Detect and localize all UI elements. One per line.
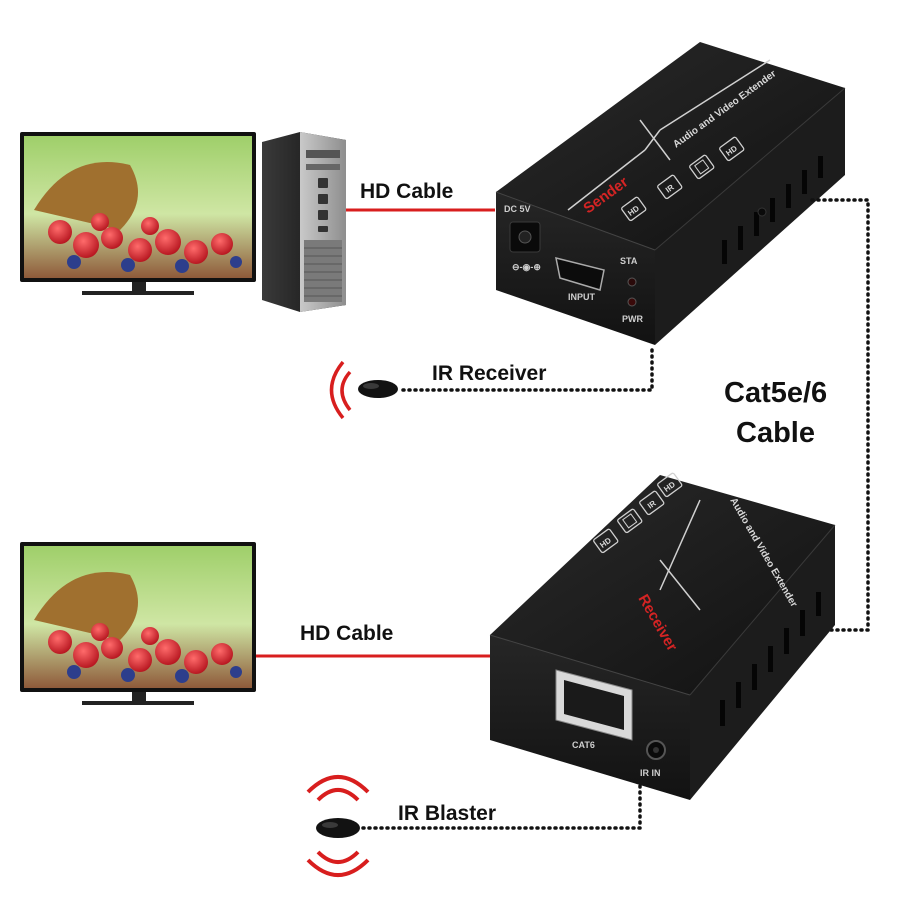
ir-blaster-wave-bottom-inner (316, 850, 360, 864)
receiver-ir-in-label: IR IN (640, 768, 661, 778)
ir-receiver-wave-inner (340, 370, 352, 412)
receiver-unit: Audio and Video Extender Receiver HD IR … (489, 472, 836, 800)
pc-tower (262, 132, 346, 312)
tv-bottom (20, 542, 256, 705)
hd-cable-top-label: HD Cable (360, 180, 453, 203)
ir-blaster (306, 775, 370, 877)
berries-top (48, 213, 242, 273)
berries-bottom (48, 623, 242, 683)
sender-hdmi-input-port (555, 256, 605, 291)
sender-badge-2: IR (664, 183, 676, 195)
sender-input-label: INPUT (568, 292, 596, 302)
receiver-badge-2: IR (646, 499, 658, 511)
sender-polarity-icon: ⊖-◉-⊕ (512, 262, 541, 272)
sender-dc-label: DC 5V (504, 204, 531, 214)
sender-side-vents (722, 156, 823, 264)
ir-receiver-dotted-line (396, 348, 654, 392)
ir-receiver-wave-outer (329, 360, 345, 420)
ir-receiver-label: IR Receiver (432, 362, 546, 385)
ir-blaster-dotted-line (358, 778, 642, 830)
sender-pwr-led (627, 297, 637, 307)
tv-top (20, 132, 256, 295)
ir-blaster-wave-top-outer (306, 775, 370, 794)
hd-cable-bottom-label: HD Cable (300, 622, 393, 645)
sender-pwr-label: PWR (622, 314, 643, 324)
sender-sta-label: STA (620, 256, 638, 266)
cat-cable-dotted-line (803, 198, 870, 632)
ir-blaster-emitter-icon (316, 818, 360, 838)
pc-vent-grille (304, 240, 342, 302)
ir-blaster-wave-top-inner (316, 788, 360, 802)
cat-cable-label-line1: Cat5e/6 (724, 377, 827, 409)
ir-receiver-sensor-icon (358, 380, 398, 398)
sender-sta-led (627, 277, 637, 287)
ir-blaster-label: IR Blaster (398, 802, 496, 825)
cat-cable-label-line2: Cable (736, 417, 815, 449)
ir-blaster-wave-bottom-outer (306, 858, 370, 877)
sender-unit: Audio and Video Extender Sender HD IR HD (495, 42, 846, 345)
receiver-side-vents (720, 592, 821, 726)
receiver-cat6-label: CAT6 (572, 740, 595, 750)
ir-receiver (329, 360, 398, 420)
